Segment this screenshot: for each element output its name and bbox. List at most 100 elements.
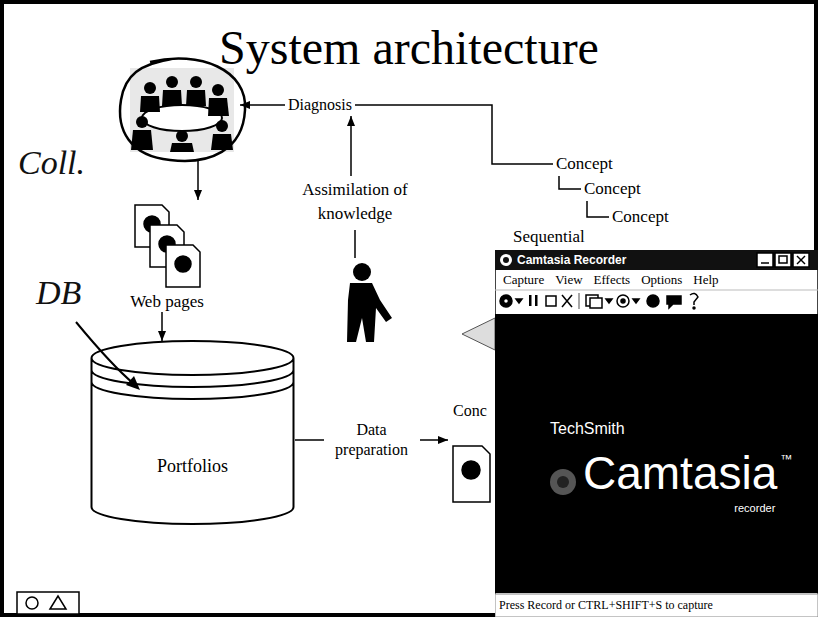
diagnosis-label: Diagnosis bbox=[285, 94, 355, 116]
node-text: Assimilation of knowledge bbox=[302, 180, 407, 223]
toolbar-icons-part bbox=[562, 295, 572, 307]
window-chrome-part bbox=[503, 257, 509, 263]
web-pages-node: Web pages bbox=[112, 200, 222, 312]
window-buttons-part bbox=[779, 256, 787, 263]
menu-item: View bbox=[555, 272, 582, 288]
menu-item: Effects bbox=[594, 272, 631, 288]
connector bbox=[587, 201, 609, 217]
status-bar bbox=[495, 594, 818, 617]
window-buttons bbox=[757, 253, 809, 267]
concept-label: Concept bbox=[553, 152, 616, 176]
meeting-picture-part bbox=[140, 96, 160, 112]
slide-title: System architecture bbox=[0, 20, 818, 75]
window-chrome bbox=[495, 250, 818, 617]
connector bbox=[355, 105, 553, 164]
toolbar-icon-part bbox=[17, 592, 79, 614]
person-figure-part bbox=[353, 263, 371, 281]
window-buttons-part bbox=[797, 256, 805, 264]
document-node: Conc bbox=[448, 402, 492, 512]
arrow-head bbox=[347, 116, 355, 126]
connector bbox=[347, 116, 355, 176]
title-bar bbox=[495, 250, 818, 270]
toolbar-icons-part bbox=[504, 299, 509, 304]
recorder-window: Camtasia RecorderCaptureViewEffectsOptio… bbox=[495, 250, 818, 617]
toolbar-icon-part bbox=[26, 597, 38, 609]
toolbar-icon-part bbox=[50, 596, 66, 609]
connector-line bbox=[355, 105, 553, 164]
window-chrome-part bbox=[500, 254, 512, 266]
connector bbox=[559, 176, 581, 189]
window-buttons-part bbox=[775, 253, 791, 267]
connector bbox=[240, 101, 285, 109]
web-pages-icon-part bbox=[175, 256, 191, 272]
connector bbox=[158, 312, 166, 341]
meeting-picture-part bbox=[176, 130, 188, 142]
meeting-picture-part bbox=[144, 82, 156, 94]
toolbar-icon bbox=[17, 592, 79, 614]
meeting-picture bbox=[130, 68, 234, 152]
node-text: Concept bbox=[584, 179, 641, 198]
toolbar-icons-part bbox=[647, 295, 659, 307]
node-text: Diagnosis bbox=[288, 96, 352, 113]
window-buttons-part bbox=[793, 253, 809, 267]
arrow-head bbox=[240, 101, 250, 109]
toolbar-icons bbox=[500, 293, 698, 309]
recorder-panel bbox=[495, 314, 818, 593]
node-text: Concept bbox=[556, 154, 613, 173]
toolbar-icons-part bbox=[693, 307, 695, 309]
arrow-head bbox=[158, 331, 166, 341]
person-figure-part bbox=[347, 283, 392, 342]
window-chrome-part bbox=[495, 250, 818, 617]
menu-item: Options bbox=[641, 272, 682, 288]
db-pointer-arrow-part bbox=[76, 322, 134, 384]
meeting-picture-node: Coll. bbox=[122, 60, 240, 160]
toolbar-icons-part bbox=[500, 295, 512, 307]
node-text: Concept bbox=[612, 207, 669, 226]
assimilation-node: Assimilation of knowledge bbox=[290, 176, 420, 228]
camtasia-logo bbox=[550, 469, 576, 495]
meeting-picture-part bbox=[212, 84, 224, 96]
meeting-picture-part bbox=[136, 116, 148, 128]
toolbar-icons-part bbox=[617, 295, 629, 307]
document-icon-part bbox=[462, 461, 480, 479]
brand-text: TechSmith bbox=[550, 420, 625, 438]
trademark-sign: ™ bbox=[780, 452, 792, 466]
document-icon-part bbox=[453, 446, 490, 502]
node-text: Web pages bbox=[130, 292, 204, 312]
toolbar-icons-part bbox=[590, 298, 602, 308]
camtasia-logo-part bbox=[557, 476, 569, 488]
product-subtitle: recorder bbox=[734, 502, 775, 514]
meeting-picture-part bbox=[216, 120, 228, 132]
concept-label: Concept bbox=[609, 205, 672, 229]
toolbar-icons-part bbox=[516, 299, 522, 303]
paper-shape bbox=[462, 318, 495, 350]
window-chrome-part bbox=[495, 290, 818, 291]
meeting-picture-part bbox=[190, 76, 202, 88]
connector bbox=[194, 160, 202, 200]
toolbar-icons-part bbox=[667, 296, 681, 308]
product-name: Camtasia bbox=[583, 446, 777, 500]
connector-line bbox=[354, 230, 356, 258]
toolbar-icons-part bbox=[606, 299, 612, 303]
person-figure bbox=[347, 263, 392, 342]
node-text: Conc bbox=[453, 402, 487, 420]
cylinder-outline bbox=[92, 341, 294, 524]
arrow-head bbox=[438, 436, 448, 444]
arrow-head bbox=[194, 190, 202, 200]
concept-label: Concept bbox=[581, 177, 644, 201]
web-pages-icon bbox=[135, 205, 200, 287]
cylinder-shape bbox=[90, 340, 295, 525]
meeting-picture-part bbox=[208, 98, 229, 116]
toolbar-icons-part bbox=[529, 295, 532, 306]
toolbar-icons-part bbox=[690, 293, 698, 305]
menu-item: Help bbox=[693, 272, 718, 288]
toolbar-icons-part bbox=[535, 295, 538, 306]
connector-line bbox=[587, 201, 609, 217]
meeting-picture-part bbox=[130, 68, 234, 152]
window-buttons-part bbox=[797, 256, 805, 264]
window-title: Camtasia Recorder bbox=[517, 253, 626, 267]
toolbar-icons-part bbox=[578, 293, 580, 309]
connector-label: Data preparation bbox=[324, 419, 420, 461]
portfolios-cylinder: Portfolios bbox=[90, 340, 295, 525]
